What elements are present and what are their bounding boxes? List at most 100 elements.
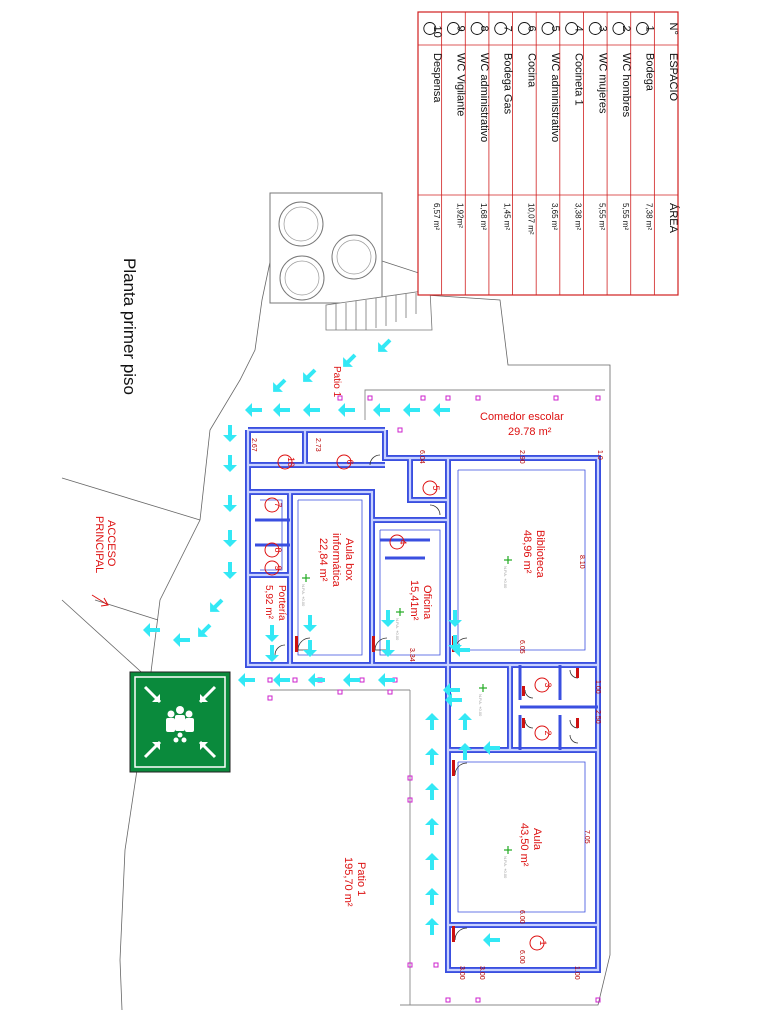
evacuation-arrow-icon [378, 338, 392, 352]
room-area-biblioteca: 48,96 m² [521, 530, 533, 574]
evacuation-arrow-icon [273, 378, 287, 392]
table-cell: Bodega [644, 53, 656, 92]
table-frame [417, 11, 679, 296]
origin-marker-icon [504, 556, 512, 564]
table-cell: 3,38 m² [574, 203, 583, 230]
evacuation-arrows [143, 338, 500, 947]
dimension-label: 8.10 [578, 555, 585, 569]
room-number-label: 2 [543, 730, 553, 735]
table-cell: 1,92m² [455, 203, 464, 228]
table-header-cell: ESPACIO [667, 53, 679, 102]
evacuation-arrow-icon [198, 623, 212, 637]
table-cell: 5 [549, 26, 561, 32]
building-walls [245, 427, 601, 973]
table-cell: WC administrativo [549, 53, 561, 142]
table-header-cell: N° [667, 23, 679, 35]
evacuation-arrow-icon [443, 683, 460, 697]
evacuation-arrow-icon [425, 713, 439, 730]
dimension-label: 3.00 [458, 966, 465, 980]
room-number-label: 8 [273, 547, 283, 552]
table-cell: Cocina [525, 53, 537, 88]
dimension-label: 6.00 [518, 910, 525, 924]
table-cell: 7 [502, 26, 514, 32]
level-marker [367, 395, 373, 401]
level-tag-label: N.P.A. +0.00 [478, 694, 483, 717]
level-tag-label: N.P.A. +0.00 [301, 584, 306, 607]
patio-main-label: Patio 1 [355, 862, 367, 896]
room-number-circle [264, 497, 280, 513]
table-cell: WC mujeres [596, 53, 608, 114]
table-cell: 3 [596, 26, 608, 32]
drawing-title: Planta primer piso [120, 258, 139, 395]
level-marker [595, 997, 601, 1003]
level-marker [407, 797, 413, 803]
evacuation-arrow-icon [338, 403, 355, 417]
table-cell: Despensa [431, 53, 443, 103]
evacuation-arrow-icon [445, 693, 462, 707]
evacuation-arrow-icon [273, 403, 290, 417]
table-cell: WC administrativo [478, 53, 490, 142]
table-cell: Bodega Gas [502, 53, 514, 115]
table-cell: 8 [478, 26, 490, 32]
origin-marker-icon [479, 684, 487, 692]
dimension-label: 1.0 [596, 450, 603, 460]
room-number-circle [277, 454, 293, 470]
level-marker [445, 395, 451, 401]
water-tanks [269, 192, 383, 304]
evacuation-arrow-icon [425, 818, 439, 835]
evacuation-arrow-icon [238, 673, 255, 687]
room-area-oficina: 15,41m² [408, 580, 420, 621]
dimension-label: 6.04 [418, 450, 425, 464]
room-area-aula: 43,50 m² [518, 823, 530, 867]
table-cell: 10 [431, 26, 443, 38]
table-cell: 2 [620, 26, 632, 32]
room-number-label: 9 [273, 565, 283, 570]
evacuation-arrow-icon [143, 623, 160, 637]
dimension-label: 1.00 [594, 680, 601, 694]
main-access: ACCESO PRINCIPAL [93, 516, 117, 573]
table-cell: 9 [454, 26, 466, 32]
access-label-line1: ACCESO [105, 520, 117, 567]
evacuation-arrow-icon [378, 673, 395, 687]
evacuation-arrow-icon [265, 645, 279, 662]
table-number-circle [447, 22, 460, 35]
table-cell: WC hombres [620, 53, 632, 118]
dimension-label: 3.34 [408, 648, 415, 662]
level-marker [407, 962, 413, 968]
level-marker [337, 689, 343, 695]
level-marker [337, 395, 343, 401]
dimension-label: 7.05 [583, 830, 590, 844]
room-number-circle [529, 935, 545, 951]
room-number-label: 3 [543, 682, 553, 687]
evacuation-arrow-icon [265, 625, 279, 642]
origin-marker-icon [504, 846, 512, 854]
evacuation-arrow-icon [458, 743, 472, 760]
table-number-circle [541, 22, 555, 35]
table-cell: 7,38 m² [645, 203, 654, 230]
room-number-label: 7 [273, 502, 283, 507]
evacuation-arrow-icon [303, 640, 317, 657]
room-number-circle [264, 560, 280, 576]
room-name-biblioteca: Biblioteca [534, 530, 546, 579]
evacuation-arrow-icon [343, 353, 357, 367]
room-number-label: 1 [538, 940, 548, 945]
evacuation-arrow-icon [308, 673, 325, 687]
people-icon [166, 706, 194, 743]
evacuation-arrow-icon [303, 615, 317, 632]
room-number-label: 10 [286, 457, 296, 467]
level-marker [595, 395, 601, 401]
dimension-label: 2.67 [250, 438, 257, 452]
evacuation-arrow-icon [373, 403, 390, 417]
evacuation-arrow-icon [223, 455, 237, 472]
evacuation-arrow-icon [433, 403, 450, 417]
evacuation-arrow-icon [273, 673, 290, 687]
evacuation-arrow-icon [303, 403, 320, 417]
evacuation-arrow-icon [381, 610, 395, 627]
evacuation-arrow-icon [223, 530, 237, 547]
evacuation-arrow-icon [223, 562, 237, 579]
evacuation-arrow-icon [425, 783, 439, 800]
level-marker [433, 962, 439, 968]
room-name-aula-box: Aula box [343, 538, 355, 581]
